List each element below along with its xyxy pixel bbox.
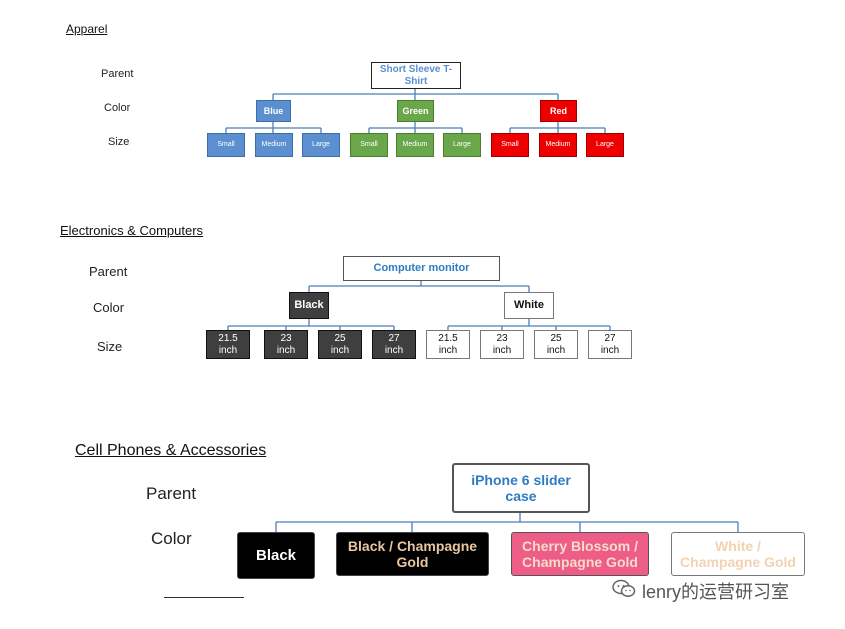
phones-parent-label: Parent: [146, 484, 197, 503]
electronics-size-label: Size: [97, 339, 123, 354]
phones-color-label: Color: [151, 529, 192, 548]
electronics-parent-label: Parent: [89, 264, 128, 279]
phones-color-white-champagne: White / Champagne Gold: [671, 532, 805, 576]
apparel-green-size-large: Large: [443, 133, 481, 157]
apparel-size-label: Size: [108, 136, 130, 148]
watermark-text: lenry的运营研习室: [642, 582, 790, 602]
apparel-color-label: Color: [104, 102, 131, 114]
apparel-red-size-medium: Medium: [539, 133, 577, 157]
apparel-green-size-medium: Medium: [396, 133, 434, 157]
apparel-color-red: Red: [540, 100, 577, 122]
phones-title: Cell Phones & Accessories: [75, 442, 267, 459]
electronics-black-size-23: 23 inch: [264, 330, 308, 359]
apparel-blue-size-small: Small: [207, 133, 245, 157]
apparel-title: Apparel: [66, 22, 108, 36]
apparel-red-size-large: Large: [586, 133, 624, 157]
apparel-color-blue: Blue: [256, 100, 291, 122]
footer-rule: [164, 597, 244, 598]
electronics-title: Electronics & Computers: [60, 223, 204, 238]
electronics-color-black: Black: [289, 292, 329, 319]
apparel-blue-size-large: Large: [302, 133, 340, 157]
electronics-black-size-27: 27 inch: [372, 330, 416, 359]
wechat-icon: [612, 579, 636, 604]
electronics-black-size-25: 25 inch: [318, 330, 362, 359]
phones-parent-node: iPhone 6 slider case: [452, 463, 590, 513]
apparel-green-size-small: Small: [350, 133, 388, 157]
electronics-white-size-27: 27 inch: [588, 330, 632, 359]
electronics-black-size-21-5: 21.5 inch: [206, 330, 250, 359]
electronics-color-white: White: [504, 292, 554, 319]
apparel-blue-size-medium: Medium: [255, 133, 293, 157]
electronics-white-size-21-5: 21.5 inch: [426, 330, 470, 359]
watermark: lenry的运营研习室: [612, 578, 789, 604]
electronics-white-size-25: 25 inch: [534, 330, 578, 359]
phones-color-black-champagne: Black / Champagne Gold: [336, 532, 489, 576]
electronics-white-size-23: 23 inch: [480, 330, 524, 359]
phones-color-black: Black: [237, 532, 315, 579]
electronics-color-label: Color: [93, 300, 125, 315]
apparel-red-size-small: Small: [491, 133, 529, 157]
apparel-color-green: Green: [397, 100, 434, 122]
phones-color-cherry-blossom: Cherry Blossom / Champagne Gold: [511, 532, 649, 576]
apparel-parent-label: Parent: [101, 68, 134, 80]
electronics-parent-node: Computer monitor: [343, 256, 500, 281]
apparel-parent-node: Short Sleeve T-Shirt: [371, 62, 461, 89]
